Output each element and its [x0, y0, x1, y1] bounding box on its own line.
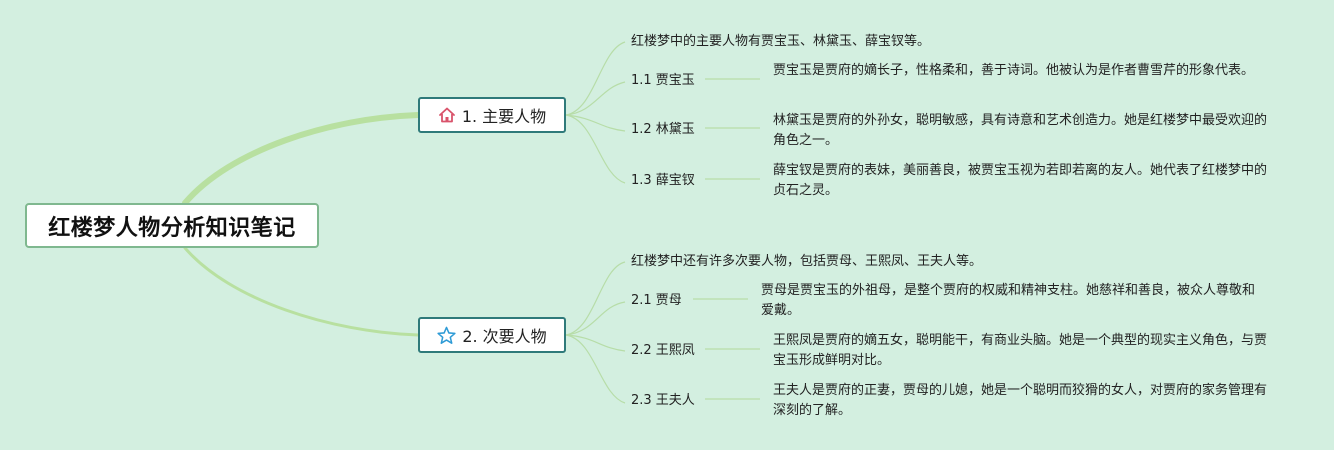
branch-1-to-item-3-link	[565, 114, 626, 184]
branch-2-to-item-1-link	[565, 301, 626, 336]
main-characters-intro[interactable]: 红楼梦中的主要人物有贾宝玉、林黛玉、薛宝钗等。	[631, 34, 931, 49]
subtopic-madam-wang[interactable]: 2.3 王夫人	[631, 393, 695, 408]
secondary-characters-intro[interactable]: 红楼梦中还有许多次要人物，包括贾母、王熙凤、王夫人等。	[631, 254, 983, 269]
root-topic[interactable]: 红楼梦人物分析知识笔记	[25, 203, 319, 248]
root-to-branch-2-link	[183, 246, 420, 337]
subtopic-wang-xifeng[interactable]: 2.2 王熙凤	[631, 343, 695, 358]
desc-madam-wang[interactable]: 王夫人是贾府的正妻，贾母的儿媳，她是一个聪明而狡猾的女人，对贾府的家务管理有深刻…	[773, 383, 1268, 418]
star-icon	[437, 326, 456, 344]
subtopic-lin-daiyu[interactable]: 1.2 林黛玉	[631, 122, 695, 137]
branch-2-to-intro-link	[565, 261, 626, 336]
desc-lin-daiyu[interactable]: 林黛玉是贾府的外孙女，聪明敏感，具有诗意和艺术创造力。她是红楼梦中最受欢迎的角色…	[773, 113, 1268, 148]
branch-secondary-characters[interactable]: 2. 次要人物	[418, 317, 566, 353]
branch-2-to-item-3-link	[565, 334, 626, 404]
subtopic-jia-mu[interactable]: 2.1 贾母	[631, 293, 682, 308]
branch-1-to-item-2-link	[565, 114, 626, 132]
branch-1-to-item-1-link	[565, 81, 626, 116]
branch-2-to-item-2-link	[565, 334, 626, 352]
desc-wang-xifeng[interactable]: 王熙凤是贾府的嫡五女，聪明能干，有商业头脑。她是一个典型的现实主义角色，与贾宝玉…	[773, 333, 1268, 368]
branch-1-to-intro-link	[565, 41, 626, 116]
root-title: 红楼梦人物分析知识笔记	[48, 215, 296, 241]
subtopic-jia-baoyu[interactable]: 1.1 贾宝玉	[631, 73, 695, 88]
desc-jia-baoyu[interactable]: 贾宝玉是贾府的嫡长子，性格柔和，善于诗词。他被认为是作者曹雪芹的形象代表。	[773, 63, 1255, 78]
branch-main-characters[interactable]: 1. 主要人物	[418, 97, 566, 133]
desc-jia-mu[interactable]: 贾母是贾宝玉的外祖母，是整个贾府的权威和精神支柱。她慈祥和善良，被众人尊敬和爱戴…	[761, 283, 1256, 318]
branch-label: 1. 主要人物	[461, 107, 547, 126]
desc-xue-baochai[interactable]: 薛宝钗是贾府的表妹，美丽善良，被贾宝玉视为若即若离的友人。她代表了红楼梦中的贞石…	[773, 163, 1268, 198]
house-icon	[438, 107, 455, 123]
subtopic-xue-baochai[interactable]: 1.3 薛宝钗	[631, 173, 695, 188]
root-to-branch-1-link	[182, 112, 421, 206]
branch-label: 2. 次要人物	[462, 327, 547, 346]
